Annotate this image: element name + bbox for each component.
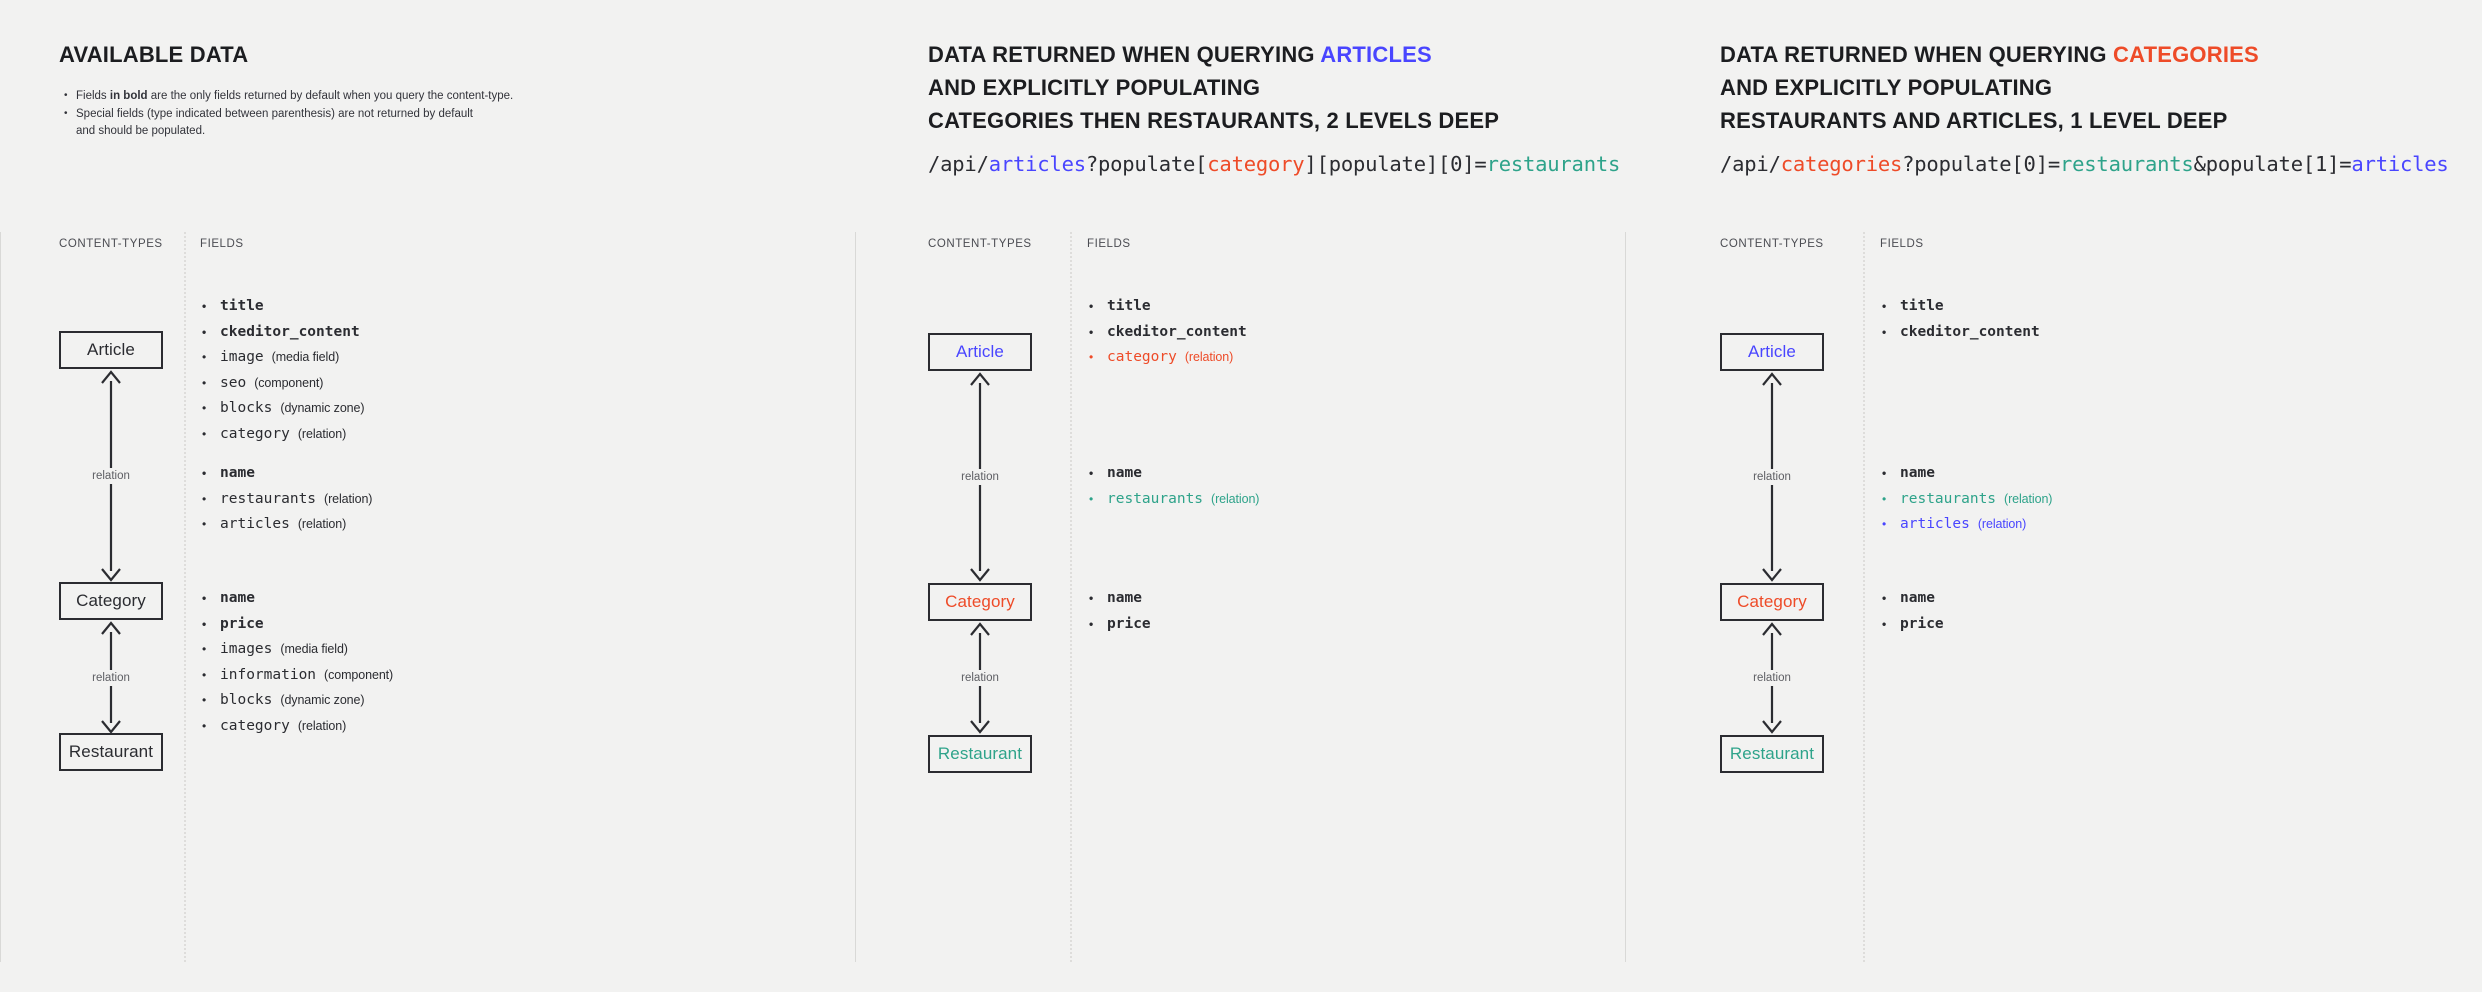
field-item: name bbox=[200, 461, 372, 487]
relation-connector: relation bbox=[957, 371, 1003, 583]
page-title: AVAILABLE DATA bbox=[59, 38, 248, 71]
field-list-category: name restaurants(relation) articles(rela… bbox=[200, 461, 372, 538]
field-item: ckeditor_content bbox=[200, 320, 364, 346]
content-fields-divider bbox=[1863, 232, 1865, 962]
field-item: price bbox=[1880, 612, 1944, 638]
field-item: information(component) bbox=[200, 663, 393, 689]
content-fields-divider bbox=[1070, 232, 1072, 962]
field-list-article: title ckeditor_content bbox=[1880, 294, 2040, 345]
column-header-content-types: CONTENT-TYPES bbox=[1720, 238, 1824, 250]
entity-box-category[interactable]: Category bbox=[59, 582, 163, 620]
field-item: images(media field) bbox=[200, 637, 393, 663]
field-item: category(relation) bbox=[200, 714, 393, 740]
field-list-restaurant: name price bbox=[1087, 586, 1151, 637]
field-item: category(relation) bbox=[1087, 345, 1247, 371]
entity-box-category[interactable]: Category bbox=[928, 583, 1032, 621]
field-item: image(media field) bbox=[200, 345, 364, 371]
entity-box-restaurant[interactable]: Restaurant bbox=[1720, 735, 1824, 773]
field-item: blocks(dynamic zone) bbox=[200, 396, 365, 422]
column-header-fields: FIELDS bbox=[1087, 238, 1131, 250]
accent-articles: ARTICLES bbox=[1320, 42, 1432, 67]
section-query-categories: DATA RETURNED WHEN QUERYING CATEGORIES A… bbox=[1625, 0, 2482, 992]
field-item: name bbox=[200, 586, 393, 612]
field-item: name bbox=[1880, 586, 1944, 612]
field-list-restaurant: name price bbox=[1880, 586, 1944, 637]
section-title-articles: DATA RETURNED WHEN QUERYING ARTICLES AND… bbox=[928, 42, 1500, 133]
field-item: price bbox=[200, 612, 393, 638]
column-header-fields: FIELDS bbox=[1880, 238, 1924, 250]
relation-label: relation bbox=[1749, 469, 1795, 485]
relation-label: relation bbox=[88, 669, 134, 686]
field-item: price bbox=[1087, 612, 1151, 638]
relation-label: relation bbox=[957, 469, 1003, 485]
field-item: category(relation) bbox=[200, 422, 364, 448]
field-list-restaurant: name price images(media field) informati… bbox=[200, 586, 393, 739]
page-title-text: AVAILABLE DATA bbox=[59, 42, 249, 67]
entity-box-restaurant[interactable]: Restaurant bbox=[928, 735, 1032, 773]
entity-box-category[interactable]: Category bbox=[1720, 583, 1824, 621]
section-divider bbox=[0, 232, 1, 962]
entity-box-restaurant[interactable]: Restaurant bbox=[59, 733, 163, 771]
accent-categories: CATEGORIES bbox=[2113, 42, 2259, 67]
field-item: title bbox=[1087, 294, 1247, 320]
field-list-category: name restaurants(relation) bbox=[1087, 461, 1259, 512]
field-item: articles(relation) bbox=[1880, 512, 2052, 538]
field-item: name bbox=[1087, 586, 1151, 612]
field-item: ckeditor_content bbox=[1087, 320, 1247, 346]
column-header-content-types: CONTENT-TYPES bbox=[59, 238, 163, 250]
field-item: restaurants(relation) bbox=[1087, 487, 1259, 513]
relation-connector: relation bbox=[1749, 371, 1795, 583]
legend-note: Fields in bold are the only fields retur… bbox=[62, 87, 622, 106]
relation-connector: relation bbox=[957, 621, 1003, 735]
section-divider bbox=[855, 232, 856, 962]
field-item: restaurants(relation) bbox=[1880, 487, 2052, 513]
field-list-category: name restaurants(relation) articles(rela… bbox=[1880, 461, 2052, 538]
relation-label: relation bbox=[1749, 670, 1795, 686]
section-title-categories: DATA RETURNED WHEN QUERYING CATEGORIES A… bbox=[1720, 42, 2259, 133]
entity-box-article[interactable]: Article bbox=[59, 331, 163, 369]
field-item: name bbox=[1087, 461, 1259, 487]
field-item: restaurants(relation) bbox=[200, 487, 372, 513]
field-list-article: title ckeditor_content image(media field… bbox=[200, 294, 365, 448]
legend-notes: Fields in bold are the only fields retur… bbox=[62, 87, 622, 141]
api-endpoint-articles: /api/articles?populate[category][populat… bbox=[928, 152, 1621, 176]
content-fields-divider bbox=[184, 232, 186, 962]
relation-connector: relation bbox=[1749, 621, 1795, 735]
column-header-fields: FIELDS bbox=[200, 238, 244, 250]
field-item: articles(relation) bbox=[200, 512, 372, 538]
relation-label: relation bbox=[88, 468, 134, 484]
api-endpoint-categories: /api/categories?populate[0]=restaurants&… bbox=[1720, 152, 2449, 176]
field-item: blocks(dynamic zone) bbox=[200, 688, 393, 714]
column-header-content-types: CONTENT-TYPES bbox=[928, 238, 1032, 250]
relation-label: relation bbox=[957, 670, 1003, 686]
field-list-article: title ckeditor_content category(relation… bbox=[1087, 294, 1247, 371]
field-item: title bbox=[200, 294, 364, 320]
relation-connector: relation bbox=[88, 620, 134, 735]
entity-box-article[interactable]: Article bbox=[1720, 333, 1824, 371]
relation-connector: relation bbox=[88, 369, 134, 583]
section-available-data: AVAILABLE DATA Fields in bold are the on… bbox=[0, 0, 855, 992]
entity-box-article[interactable]: Article bbox=[928, 333, 1032, 371]
legend-note: Special fields (type indicated between p… bbox=[62, 105, 622, 124]
section-divider bbox=[1625, 232, 1626, 962]
field-item: seo(component) bbox=[200, 371, 364, 397]
field-item: ckeditor_content bbox=[1880, 320, 2040, 346]
field-item: title bbox=[1880, 294, 2040, 320]
field-item: name bbox=[1880, 461, 2052, 487]
section-query-articles: DATA RETURNED WHEN QUERYING ARTICLES AND… bbox=[855, 0, 1625, 992]
legend-note-continuation: and should be populated. bbox=[76, 125, 206, 137]
